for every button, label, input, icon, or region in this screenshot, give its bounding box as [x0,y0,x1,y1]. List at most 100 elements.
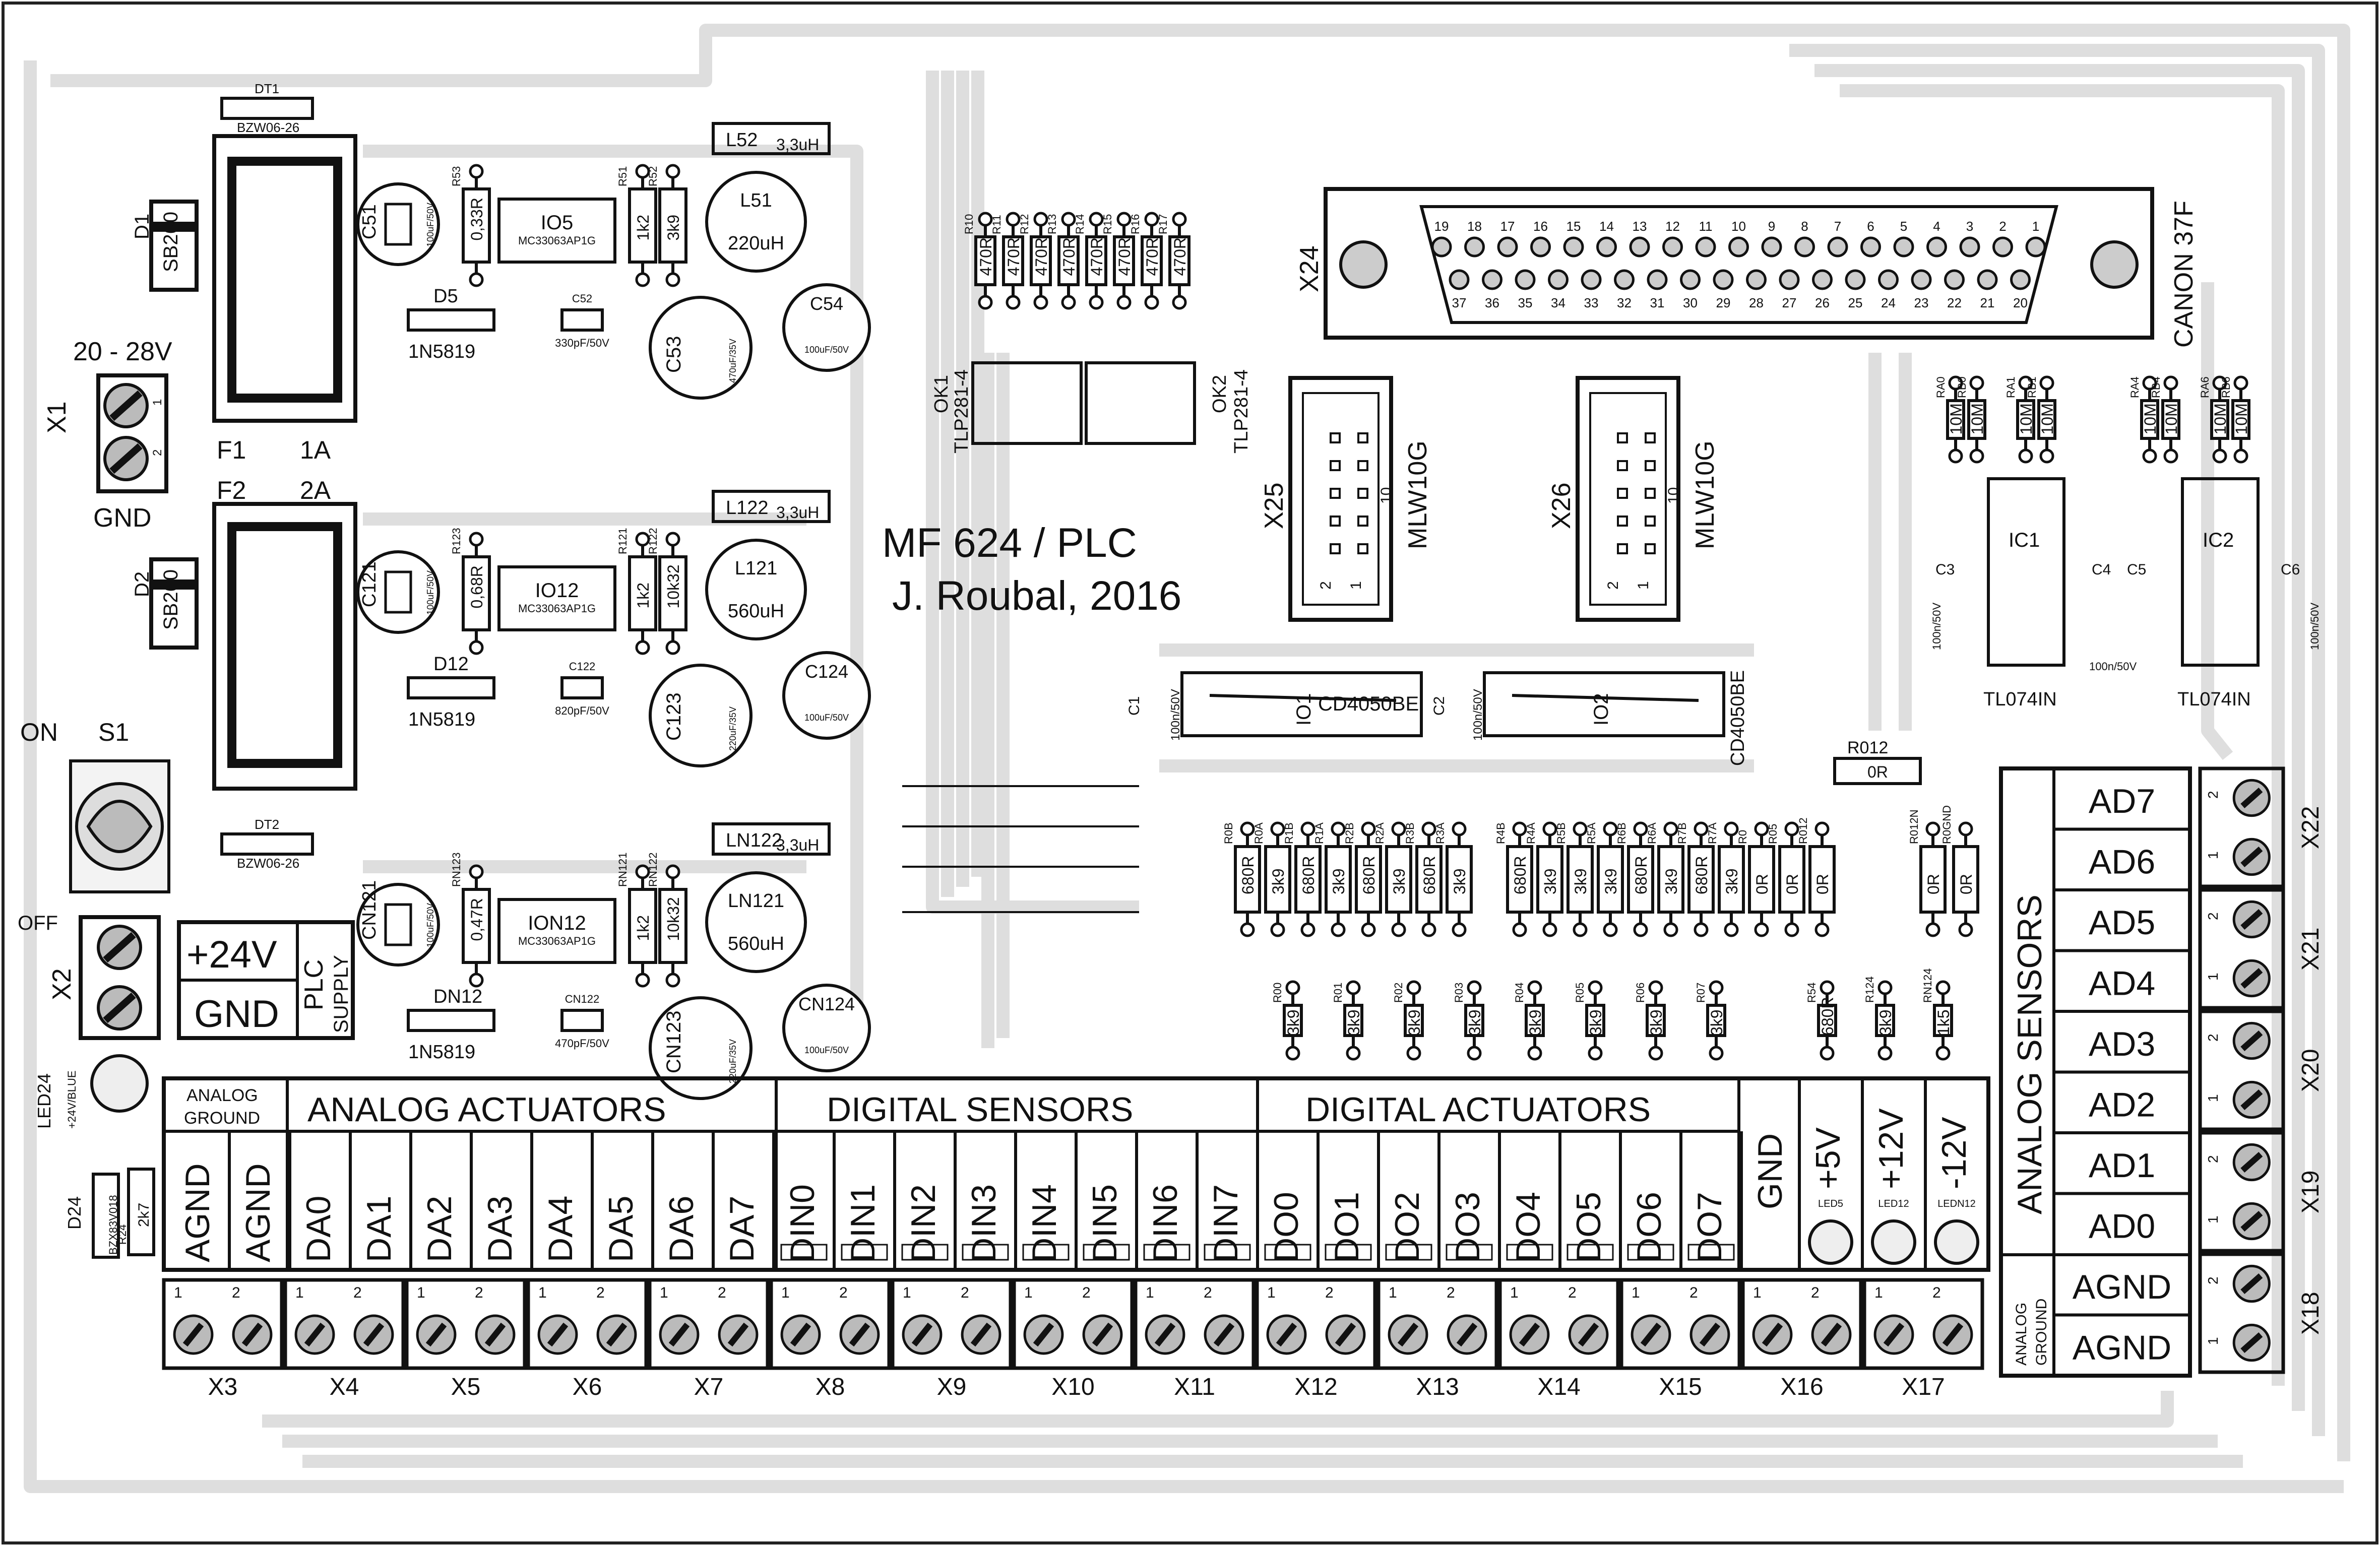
l51-value: 220uH [728,233,784,254]
r0gnd-value: 0R [1957,874,1975,894]
terminal-block-x3[interactable] [162,1278,284,1370]
r03-led-label: R03 [1453,983,1465,1003]
r05-led-label: R05 [1574,983,1586,1003]
r4b-8-value: 680R [1511,856,1529,895]
terminal-group-headers: ANALOG GROUND ANALOG ACTUATORS DIGITAL S… [162,1076,1990,1272]
ra4-value: 10M [2141,403,2159,434]
cn123-label: CN123 [663,1010,685,1073]
terminal-block-x5[interactable] [405,1278,527,1370]
x24-pin-20 [2010,269,2031,290]
header-pin [1617,432,1628,443]
terminal-block-x22[interactable] [2198,766,2285,888]
rn122-label: RN122 [647,853,659,887]
c3-value: 100n/50V [1930,602,1943,650]
pin2-x18: 2 [2205,1276,2221,1284]
x24-pin-label-6: 6 [1867,219,1874,234]
rb4-label: RB4 [2150,376,2162,398]
r06-led-value: 3k9 [1647,1009,1665,1036]
r4b-8-label: R4B [1494,822,1507,844]
terminal-block-x6[interactable] [526,1278,648,1370]
terminal-block-x18[interactable] [2198,1252,2285,1374]
x24-pin-label-23: 23 [1914,295,1929,310]
status-led [1204,1244,1251,1261]
r5a-11-value: 3k9 [1602,868,1620,894]
analog-input-ad6-1: AD6 [2089,843,2155,881]
r13-value: 470R [1060,237,1078,276]
x25-header[interactable] [1288,376,1393,622]
terminal-block-x20[interactable] [2198,1009,2285,1131]
terminal-block-x17[interactable] [1862,1278,1984,1370]
io12-part: MC33063AP1G [518,602,596,615]
label-x5: X5 [451,1374,481,1400]
terminal-block-x8[interactable] [769,1278,891,1370]
terminal-block-x19[interactable] [2198,1131,2285,1253]
d24-value: BZX83V018 [107,1195,119,1255]
r7a-15-value: 3k9 [1723,868,1741,894]
terminal-block-x14[interactable] [1498,1278,1620,1370]
terminal-block-x15[interactable] [1619,1278,1741,1370]
status-led [901,1244,949,1261]
analog-input-ad0-7: AD0 [2089,1207,2155,1246]
x26-header[interactable] [1576,376,1680,622]
x1-terminal[interactable] [96,373,168,493]
status-led [780,1244,828,1261]
dt1-value: BZW06-26 [237,120,299,135]
pin2-x19: 2 [2205,1155,2221,1163]
x24-pin-label-36: 36 [1485,295,1499,310]
terminal-block-x12[interactable] [1255,1278,1377,1370]
terminal-do3-21: DO3 [1449,1192,1487,1262]
label-x9: X9 [937,1374,967,1400]
x25-label: X25 [1260,482,1289,529]
r3b-6-label: R3B [1404,822,1416,844]
c4-value: 100n/50V [2089,660,2137,673]
terminal-block-x11[interactable] [1134,1278,1256,1370]
c1-label: C1 [1126,696,1143,716]
analog-ground-line1: ANALOG [186,1086,258,1105]
d2-label: D2 [131,571,153,597]
cn123-value: 220uF/35V [728,1039,738,1083]
d12-diode [407,676,495,699]
resistor-row: 680RR0B3k9R0A680RR1B3k9R1A680RR2B3k9R2A6… [1222,805,1979,937]
terminal-block-x7[interactable] [648,1278,770,1370]
terminal-block-x9[interactable] [891,1278,1013,1370]
terminal-din2-12: DIN2 [904,1184,943,1262]
terminal-block-x21[interactable] [2198,888,2285,1010]
x24-pin-30 [1680,269,1701,290]
trace-0 [24,60,2344,1493]
pin1-x12: 1 [1267,1284,1276,1301]
terminal-block-x13[interactable] [1376,1278,1498,1370]
ok2-part: TLP281-4 [1231,369,1252,454]
r12-label: R12 [1018,214,1031,234]
x24-pin-9 [1761,236,1782,257]
r012-18-label: R012 [1797,817,1809,844]
d1-label: D1 [131,214,153,239]
r01-led-value: 3k9 [1345,1009,1363,1036]
pin1-x15: 1 [1632,1284,1640,1301]
c124-cap [782,651,871,740]
pin2-x21: 2 [2205,912,2221,920]
d2-body [149,557,199,650]
x2-terminal[interactable] [79,915,161,1040]
x2-label: X2 [47,968,77,1000]
terminal-block-x10[interactable] [1012,1278,1134,1370]
r123-label: R123 [450,528,463,554]
power-led-2 [1934,1219,1979,1265]
label-x16: X16 [1780,1374,1823,1400]
header-pin [1645,516,1656,527]
terminal-block-x16[interactable] [1741,1278,1863,1370]
r10-label: R10 [963,214,975,234]
terminal-block-x4[interactable] [283,1278,405,1370]
x26-pin2: 2 [1605,581,1621,590]
x24-pin-label-11: 11 [1699,219,1713,234]
